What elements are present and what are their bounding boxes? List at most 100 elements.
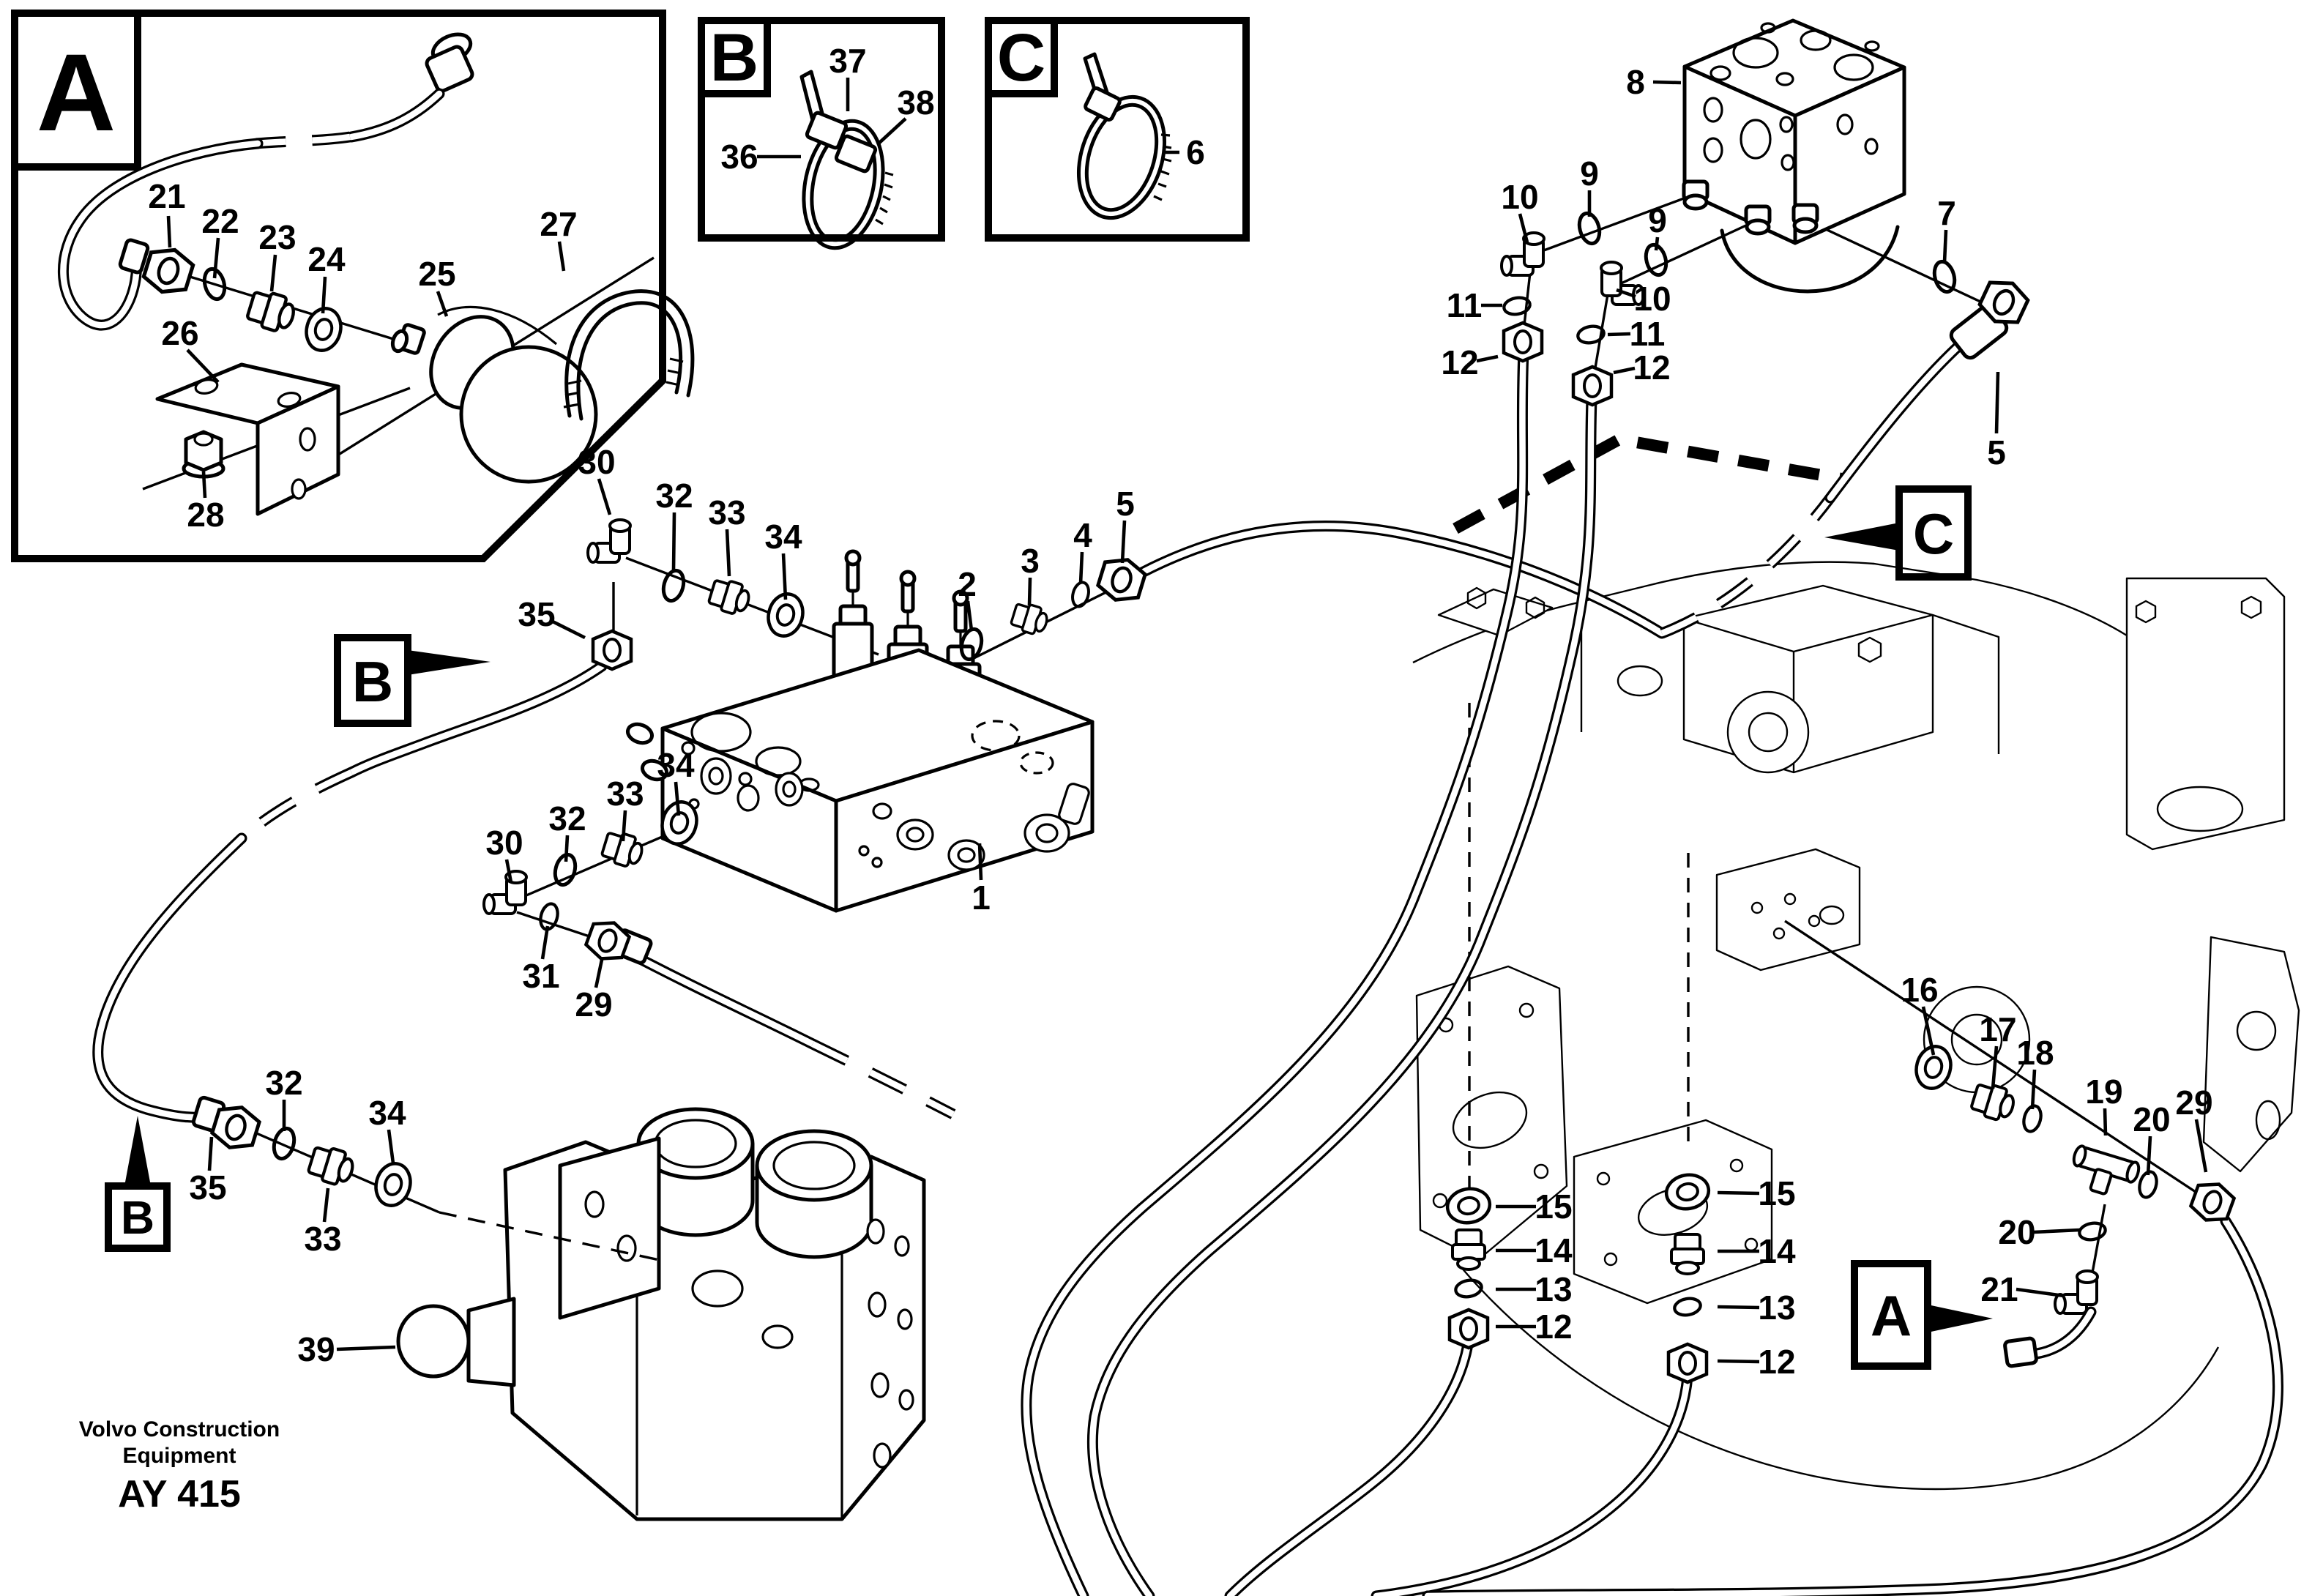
nut-12R [1668, 1344, 1707, 1382]
callout-9: 9 [1580, 154, 1599, 193]
hose-35-b-to-b [92, 660, 608, 1133]
callout-29: 29 [2175, 1084, 2212, 1122]
leader-line-33 [725, 529, 731, 577]
inset-c-letterbox [985, 17, 1058, 97]
callout-14: 14 [1758, 1232, 1796, 1270]
leader-line-34 [781, 553, 788, 600]
nut-12b [1573, 367, 1611, 405]
leader-line-22 [212, 237, 220, 279]
hose-12b [1086, 393, 1597, 1596]
leader-line-13 [1717, 1305, 1760, 1310]
callout-5: 5 [1987, 433, 2006, 471]
inset-b-border [698, 17, 945, 242]
valve-39-knob-collar [466, 1297, 516, 1387]
oring-7 [1931, 259, 1958, 294]
callout-35: 35 [518, 595, 555, 633]
callout-10: 10 [1633, 280, 1671, 318]
leader-line-38 [877, 117, 907, 145]
leader-line-30 [504, 859, 513, 883]
callout-19: 19 [2085, 1073, 2122, 1111]
leader-line-35 [207, 1136, 214, 1171]
hose-12a [1021, 346, 1529, 1596]
inset-a-letterbox [11, 10, 141, 171]
callout-12: 12 [1758, 1343, 1795, 1381]
callout-32: 32 [265, 1064, 302, 1102]
nut-12a [1504, 323, 1542, 361]
inset-a-hose [57, 32, 474, 331]
callout-20: 20 [1998, 1213, 2035, 1251]
valve-39-bracket [558, 1136, 661, 1320]
callout-37: 37 [829, 42, 866, 80]
nut-28 [182, 430, 225, 479]
nut-21 [141, 244, 196, 299]
leader-line-29 [2194, 1119, 2208, 1173]
callout-27: 27 [540, 205, 577, 243]
leader-line-20 [2033, 1228, 2081, 1234]
callout-12: 12 [1633, 348, 1670, 387]
callout-21: 21 [148, 177, 185, 215]
washer-34c [371, 1160, 414, 1209]
inset-a-border [11, 10, 666, 562]
nipple-33c [307, 1144, 357, 1188]
valve-cap-2 [755, 1129, 873, 1259]
leader-line-29 [594, 959, 604, 988]
callout-35: 35 [189, 1168, 226, 1207]
leader-line-12 [1717, 1359, 1760, 1364]
inset-c-letter: C [997, 20, 1045, 95]
marker-c-letter: C [1913, 501, 1954, 566]
leader-line-26 [186, 348, 220, 384]
tee-19 [2065, 1143, 2143, 1204]
nipple-33a [706, 575, 754, 619]
callout-24: 24 [307, 240, 346, 278]
hose-29-right-sweep [1422, 1215, 2283, 1596]
callout-16: 16 [1901, 971, 1938, 1009]
callout-leader-lines [166, 78, 2208, 1364]
bracket-26 [155, 362, 340, 516]
oring-13L [1455, 1278, 1483, 1299]
hidden-hose-route-dashes [1453, 433, 1843, 534]
callout-28: 28 [187, 496, 224, 534]
nut-35a [593, 631, 631, 669]
nipple-3 [1008, 599, 1051, 638]
footer: Volvo Construction Equipment AY 415 [79, 1417, 280, 1515]
callout-3: 3 [1021, 542, 1040, 580]
leader-line-34 [674, 781, 681, 816]
callout-11: 11 [1447, 286, 1483, 324]
callout-5: 5 [1116, 485, 1135, 523]
oring-20b [2078, 1221, 2107, 1242]
callout-33: 33 [304, 1220, 341, 1258]
callout-11: 11 [1630, 315, 1666, 353]
callout-14: 14 [1535, 1231, 1573, 1269]
oring-13R [1674, 1297, 1702, 1317]
hose-5 [1136, 303, 2009, 639]
leader-line-5 [1994, 371, 2000, 434]
inset-b [698, 17, 945, 250]
callout-22: 22 [201, 202, 239, 240]
footer-brand-line2: Equipment [123, 1444, 236, 1468]
leader-line-8 [1652, 80, 1682, 85]
block-8-bottom-ports [1682, 179, 1819, 236]
callout-30: 30 [485, 824, 523, 862]
callout-33: 33 [606, 775, 644, 813]
callout-34: 34 [368, 1094, 406, 1132]
marker-b-upper: B [334, 634, 491, 727]
hose-12-right-column [1371, 1371, 1693, 1596]
elbow-30b [482, 870, 528, 915]
inset-c-border [985, 17, 1250, 242]
inset-a-letter: A [37, 31, 116, 154]
leader-line-39 [336, 1345, 396, 1351]
callout-34: 34 [657, 746, 695, 784]
footer-brand-line1: Volvo Construction [79, 1417, 280, 1442]
view-markers: B B C A [105, 485, 1993, 1370]
elbow-30a [586, 518, 632, 564]
callout-29: 29 [575, 985, 612, 1023]
block-8-flange-arc [1720, 225, 1900, 294]
leader-line-11 [1607, 332, 1631, 337]
inset-b-letterbox [698, 17, 771, 97]
callout-32: 32 [548, 799, 586, 838]
callout-8: 8 [1626, 63, 1645, 101]
hoses [92, 303, 2283, 1596]
leader-line-33 [322, 1187, 330, 1223]
